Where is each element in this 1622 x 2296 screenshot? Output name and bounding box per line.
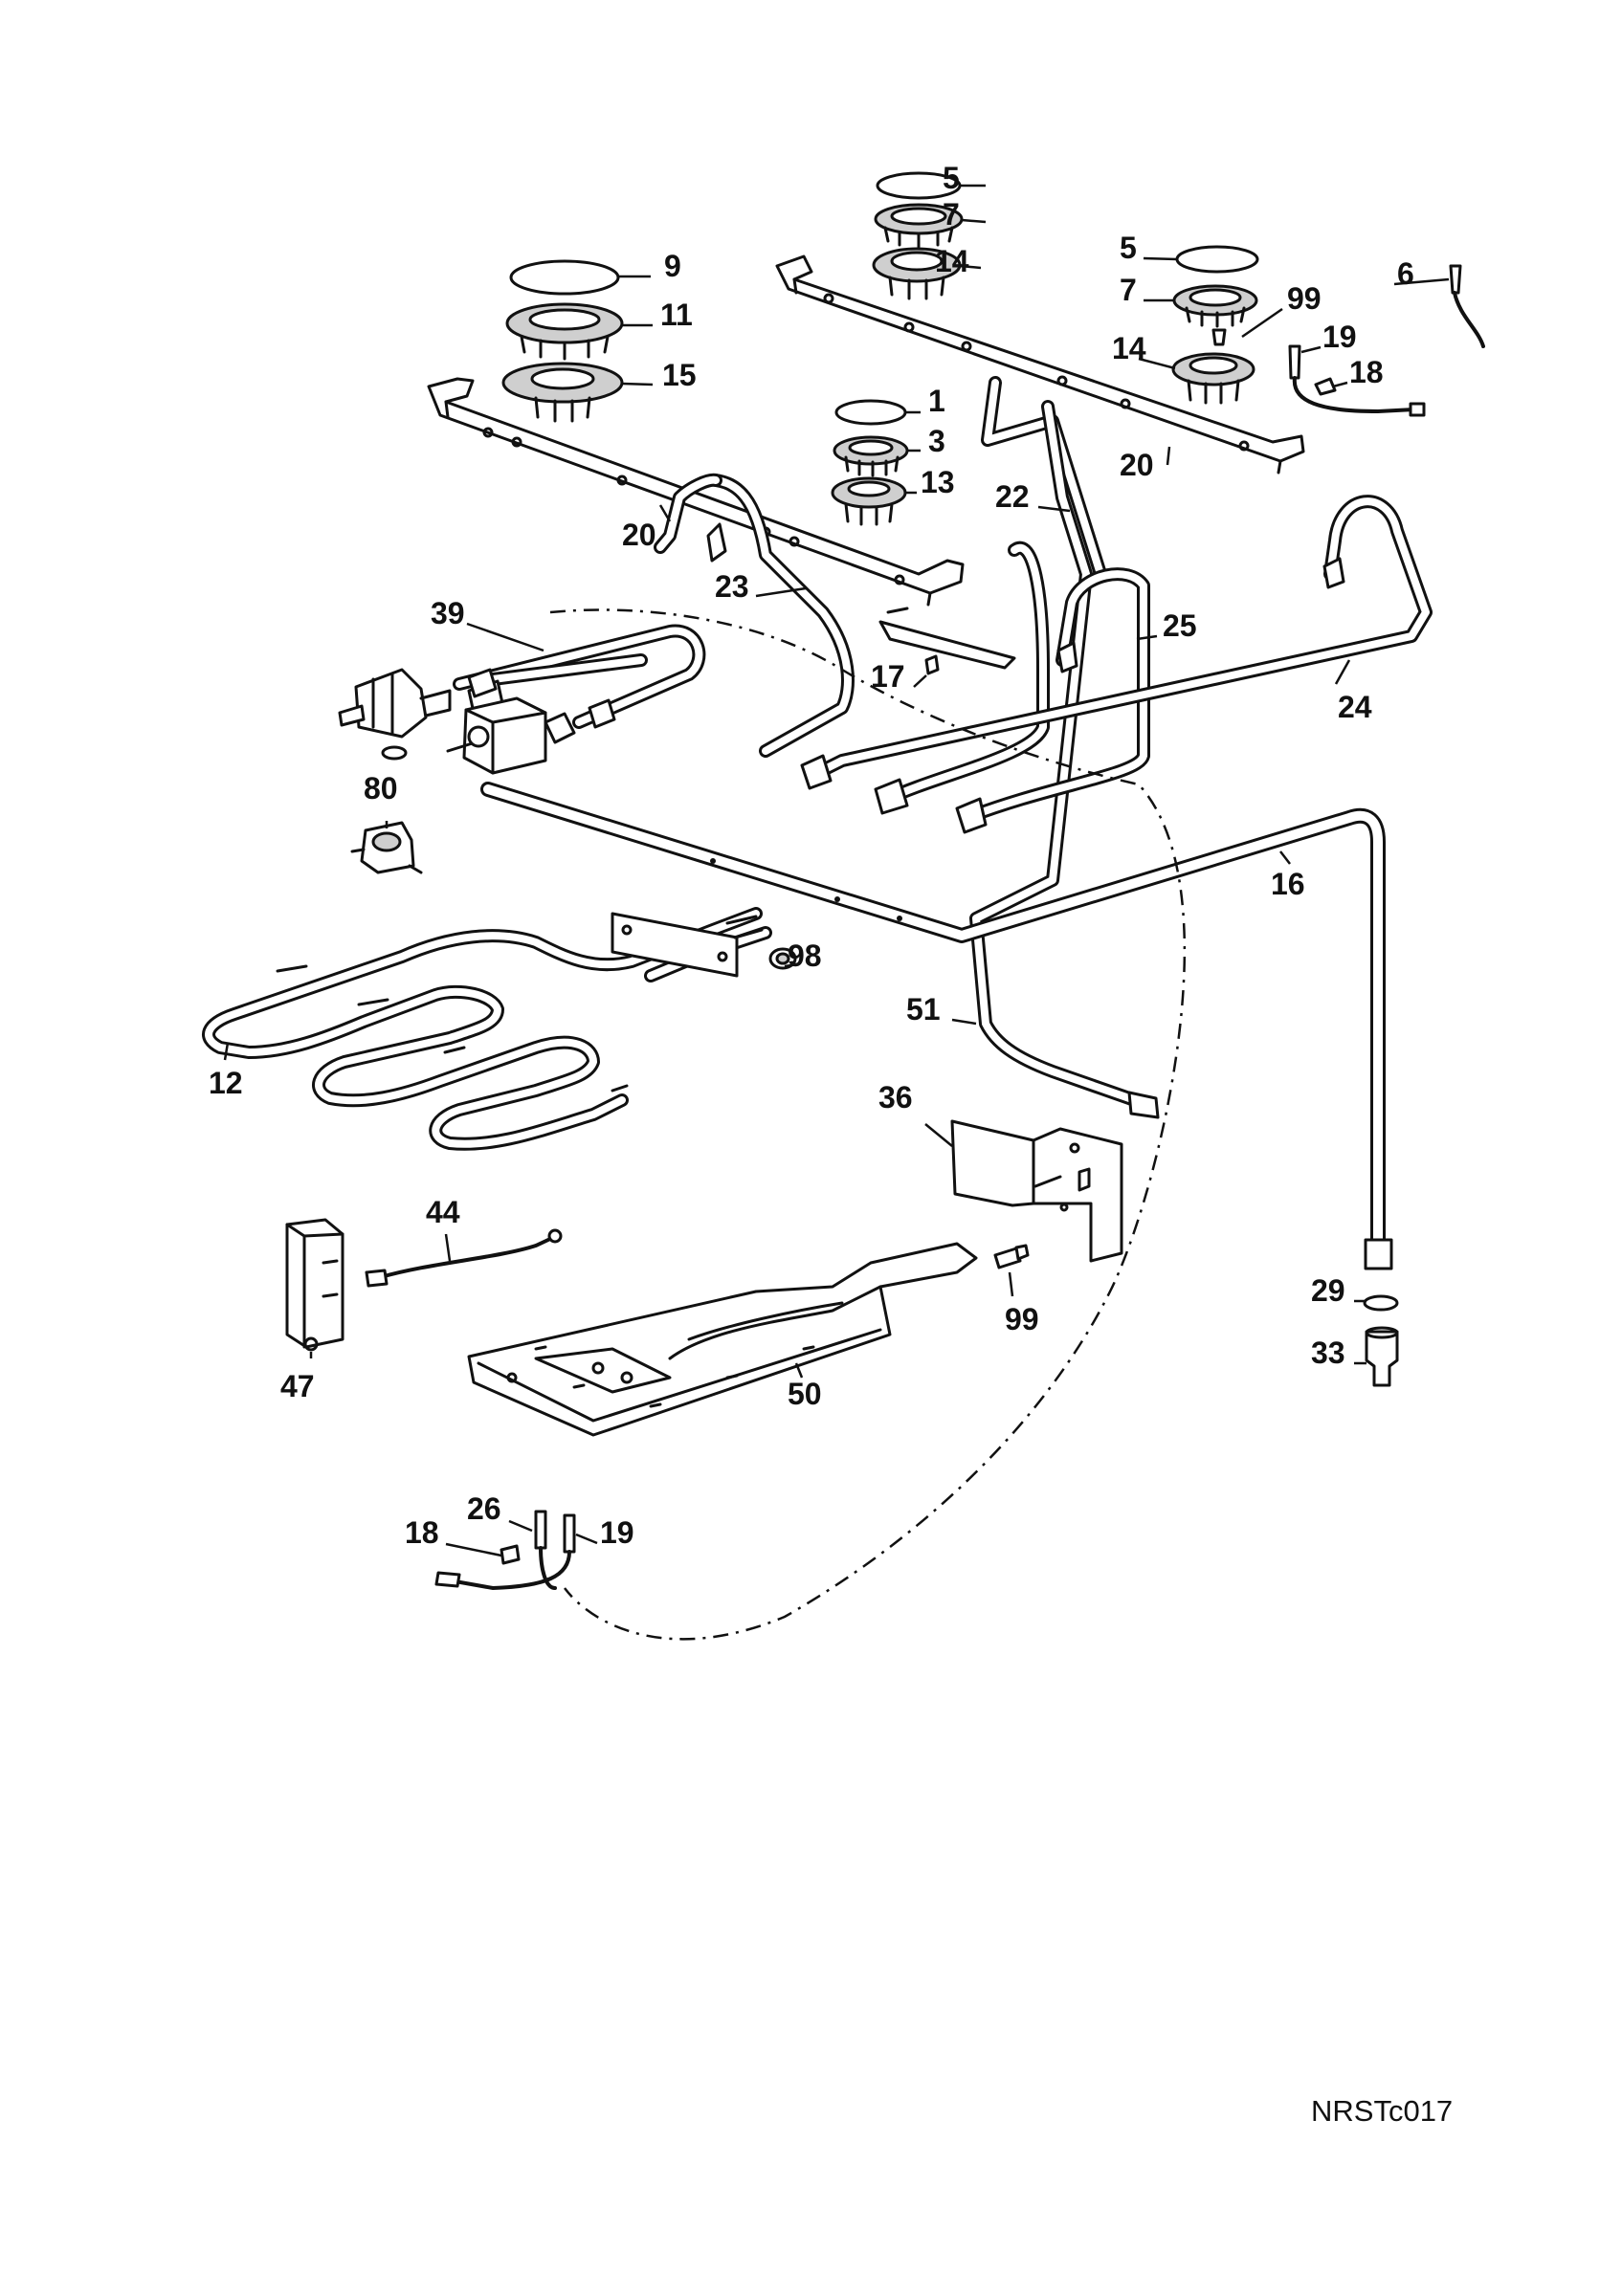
callout-c5b: 5 [1120,231,1137,265]
callout-c1: 1 [928,384,945,418]
burner-stack-left [501,259,624,423]
thermocouple-oven [434,1510,576,1591]
gas-tube-22 [969,376,1160,1119]
callout-c17: 17 [871,659,905,694]
burner-stack-rear-right [1171,245,1259,405]
gas-main-pipe-16 [480,782,1393,1270]
callout-c18a: 18 [1349,355,1384,389]
callout-c23: 23 [715,569,749,604]
callout-c14a: 14 [935,244,969,278]
gas-tube-23 [654,473,855,758]
callout-c15: 15 [662,358,697,392]
grill-element [202,907,772,1151]
callout-c36: 36 [878,1080,913,1115]
callout-c13: 13 [921,465,955,499]
callout-c47: 47 [280,1369,315,1403]
callout-c7b: 7 [1120,273,1137,307]
callout-c6: 6 [1397,256,1414,291]
callout-c24: 24 [1338,690,1372,724]
callout-c29: 29 [1311,1273,1345,1308]
burner-rail-rear [775,254,1305,475]
callout-c19b: 19 [600,1515,634,1550]
callout-c80: 80 [364,771,398,806]
callout-c44: 44 [426,1195,460,1229]
leader-lines [223,184,1450,1557]
callout-c18b: 18 [405,1515,439,1550]
ignition-lead-44 [365,1228,563,1288]
gas-tube-39 [453,624,706,729]
gas-tube-25 [874,541,1150,834]
gas-inlet-fittings [467,668,616,729]
thermostat-bulb-clip-80 [350,821,423,874]
callout-c98: 98 [788,938,822,973]
callout-c26: 26 [467,1491,501,1526]
callout-c50: 50 [788,1377,822,1411]
grommet-98 [768,947,797,970]
gas-tube-24 [800,495,1433,790]
spark-generator-47 [285,1218,344,1352]
callout-c3: 3 [928,424,945,458]
callout-c16: 16 [1271,867,1305,901]
callout-c9: 9 [664,249,681,283]
callout-c7a: 7 [943,197,960,232]
callout-c5a: 5 [943,161,960,195]
callout-c39: 39 [431,596,465,630]
inlet-union [1363,1294,1399,1387]
burner-rail-front [427,377,965,607]
thermocouple-top [1288,264,1485,417]
oven-thermostat [446,696,576,775]
ignition-electrode-17 [878,607,1016,675]
burner-stack-rear-centre [872,171,964,300]
callout-c19a: 19 [1322,320,1357,354]
drawing-code: NRSTc017 [1311,2094,1453,2128]
callout-c99b: 99 [1005,1302,1039,1336]
injector-99 [993,1244,1030,1269]
callout-c20b: 20 [622,518,656,552]
callout-c11: 11 [660,298,693,332]
callout-c14b: 14 [1112,331,1146,365]
callout-c51: 51 [906,992,941,1027]
routing-line [549,608,1187,1641]
callout-c20a: 20 [1120,448,1154,482]
callout-c33: 33 [1311,1336,1345,1370]
burner-stack-centre-small [831,399,909,526]
oven-burner-50 [467,1242,978,1437]
callout-c12: 12 [209,1066,243,1100]
mounting-bracket-36 [950,1119,1123,1263]
callout-c22: 22 [995,479,1030,514]
callout-c25: 25 [1163,608,1197,643]
callout-c99a: 99 [1287,281,1322,316]
